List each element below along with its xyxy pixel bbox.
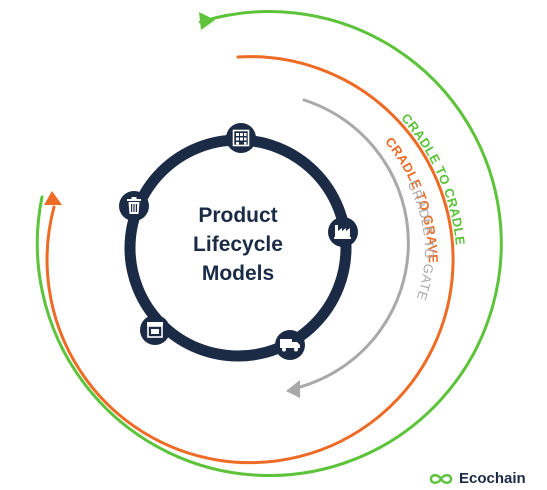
- cradle-to-cradle-arrowhead: [199, 12, 215, 30]
- cradle-to-gate-arrowhead: [286, 380, 300, 398]
- center-title-line1: Product: [198, 204, 277, 227]
- cradle-to-cradle-arc: [35, 10, 503, 477]
- stage-distribution: [275, 330, 305, 360]
- retail-store-icon: [147, 322, 163, 338]
- cradle-to-grave-arrowhead: [44, 191, 62, 205]
- brand-name: Ecochain: [459, 470, 526, 487]
- trash-bin-icon: [127, 197, 141, 214]
- ecochain-logo: Ecochain: [428, 470, 526, 487]
- infinity-icon: [429, 473, 453, 484]
- center-title-line2: Lifecycle: [193, 233, 283, 256]
- manufacturing-plant-icon: [334, 225, 351, 239]
- cradle-to-grave-arc: [44, 55, 455, 465]
- factory-building-icon: [232, 129, 250, 147]
- stage-retail: [140, 315, 170, 345]
- stage-production: [226, 123, 256, 153]
- stage-disposal: [119, 191, 149, 221]
- cradle-to-gate-arc: [286, 98, 410, 398]
- center-title-line3: Models: [202, 262, 274, 285]
- delivery-truck-icon: [280, 339, 300, 352]
- stage-manufacturing: [328, 217, 358, 247]
